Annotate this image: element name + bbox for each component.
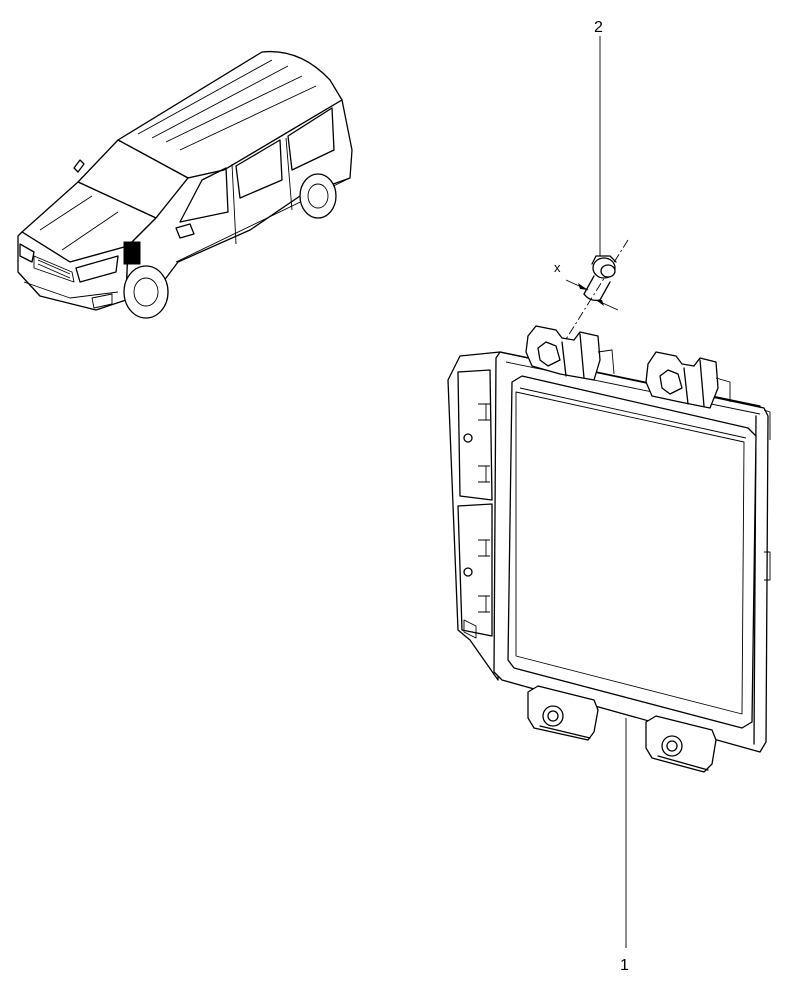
- callout-2: 2: [594, 19, 603, 36]
- ecu-location-marker: [123, 241, 141, 265]
- vehicle-locator-illustration: [17, 50, 353, 319]
- callout-1: 1: [620, 957, 629, 974]
- dimension-marker: x: [554, 260, 619, 311]
- electronic-control-unit: [447, 325, 771, 773]
- dimension-label: x: [554, 260, 561, 275]
- callout-leaders: [599, 36, 627, 948]
